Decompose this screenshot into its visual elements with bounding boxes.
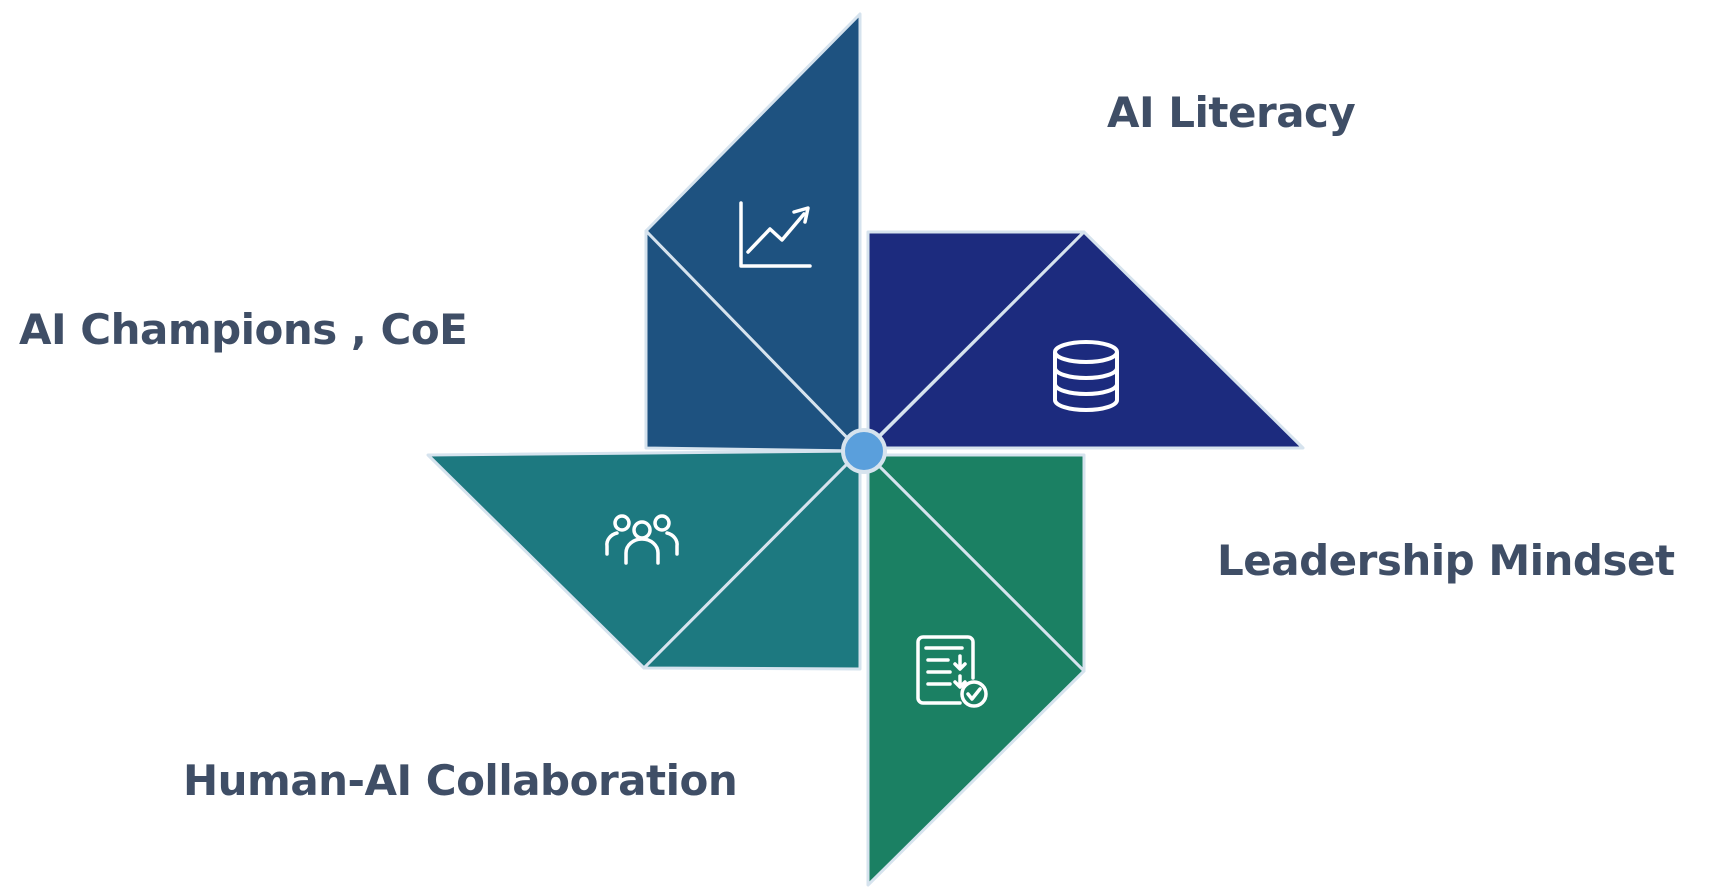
checklist-document-icon [916,635,988,708]
label-ai-champions-coe: AI Champions , CoE [19,305,468,354]
label-ai-literacy: AI Literacy [1107,88,1356,137]
blade-left-base [642,449,862,671]
blade-bottom [866,453,1086,887]
blade-right-tip [866,230,1305,450]
blade-top-base [644,229,862,453]
database-icon [1053,340,1119,412]
center-hub [841,428,887,474]
label-leadership-mindset: Leadership Mindset [1217,536,1675,585]
blade-top [644,12,862,453]
blade-left [426,449,862,671]
blade-bottom-tip [866,453,1086,887]
blade-right [866,230,1305,450]
chart-trend-icon [739,201,812,268]
people-group-icon [605,514,679,565]
label-human-ai-collaboration: Human-AI Collaboration [183,756,738,805]
